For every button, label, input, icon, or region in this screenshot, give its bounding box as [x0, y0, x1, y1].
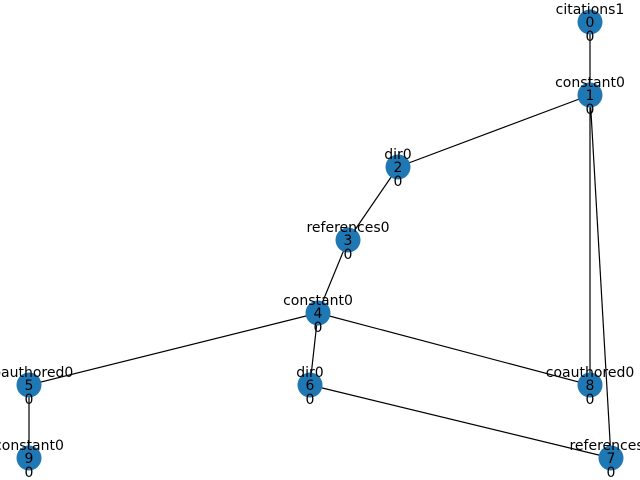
node-id-9: 9 — [25, 451, 34, 467]
edge-1-2 — [397, 94, 591, 168]
node-label-9: constant0 — [0, 438, 64, 454]
node-value-6: 0 — [306, 392, 315, 408]
node-id-8: 8 — [586, 378, 595, 394]
node-label-5: coauthored0 — [0, 365, 73, 381]
node-id-7: 7 — [607, 451, 616, 467]
node-circle-7 — [598, 445, 624, 471]
node-label-8: coauthored0 — [546, 365, 635, 381]
edge-6-7 — [309, 384, 612, 459]
node-label-1: constant0 — [555, 75, 625, 91]
node-label-3: references0 — [306, 220, 389, 236]
node-value-3: 0 — [344, 247, 353, 263]
node-id-6: 6 — [306, 378, 315, 394]
node-value-1: 0 — [586, 102, 595, 118]
node-value-7: 0 — [607, 465, 616, 480]
node-circle-6 — [297, 372, 323, 398]
node-circle-8 — [577, 372, 603, 398]
node-7: references070 — [569, 438, 640, 480]
node-value-8: 0 — [586, 392, 595, 408]
node-id-4: 4 — [314, 306, 323, 322]
node-id-0: 0 — [586, 15, 595, 31]
node-circle-9 — [16, 445, 42, 471]
node-circle-4 — [305, 300, 331, 326]
node-circle-3 — [335, 227, 361, 253]
node-label-7: references0 — [569, 438, 640, 454]
node-circle-1 — [577, 82, 603, 108]
node-id-2: 2 — [394, 160, 403, 176]
node-value-2: 0 — [394, 174, 403, 190]
node-circle-2 — [385, 154, 411, 180]
node-label-6: dir0 — [296, 365, 323, 381]
node-label-4: constant0 — [283, 293, 353, 309]
node-label-2: dir0 — [384, 147, 411, 163]
node-value-4: 0 — [314, 320, 323, 336]
node-value-0: 0 — [586, 29, 595, 45]
node-5: coauthored050 — [0, 365, 73, 408]
node-id-3: 3 — [344, 233, 353, 249]
node-id-1: 1 — [586, 88, 595, 104]
edges-layer — [28, 22, 612, 459]
edge-4-5 — [28, 312, 319, 386]
edge-1-7 — [589, 94, 612, 459]
edge-2-3 — [347, 166, 399, 241]
node-circle-0 — [577, 9, 603, 35]
node-value-5: 0 — [25, 392, 34, 408]
node-id-5: 5 — [25, 378, 34, 394]
node-label-0: citations1 — [556, 2, 625, 18]
edge-4-8 — [317, 312, 591, 386]
node-value-9: 0 — [25, 465, 34, 480]
node-circle-5 — [16, 372, 42, 398]
edge-3-4 — [317, 239, 349, 314]
